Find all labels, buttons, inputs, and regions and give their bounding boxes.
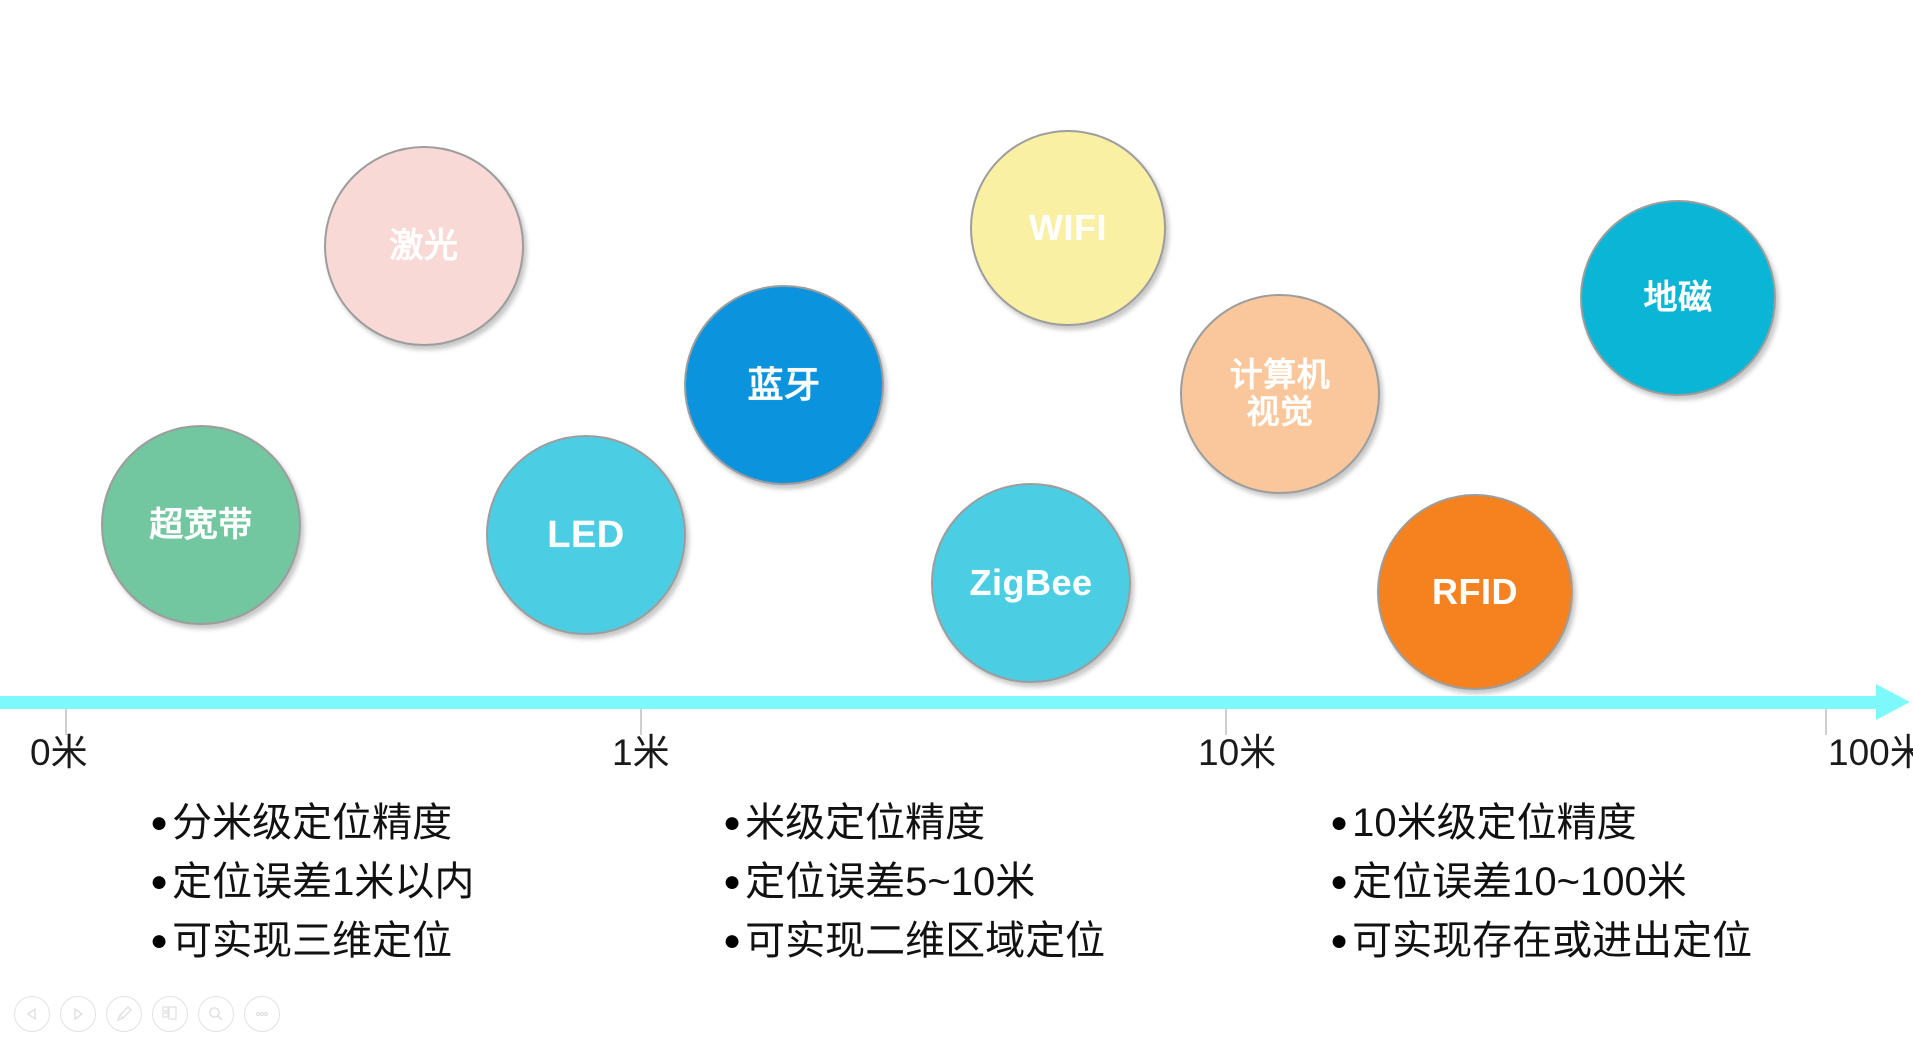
bullet-marker-icon: ●	[150, 865, 169, 899]
bullet-text: 可实现存在或进出定位	[1352, 919, 1753, 964]
all-slides-icon[interactable]	[152, 996, 188, 1032]
presentation-toolbar[interactable]	[14, 996, 280, 1032]
axis-tick	[640, 709, 642, 735]
bullet-line: ●可实现存在或进出定位	[1330, 912, 1752, 971]
technology-bubble: 地磁	[1580, 200, 1776, 396]
bullet-marker-icon: ●	[1330, 865, 1349, 899]
bubble-label: 地磁	[1643, 278, 1713, 317]
bullet-marker-icon: ●	[150, 806, 169, 839]
bullet-text: 可实现二维区域定位	[745, 919, 1106, 964]
bullet-marker-icon: ●	[723, 865, 742, 899]
bubble-label: 激光	[389, 226, 459, 265]
bullet-column: ●米级定位精度●定位误差5~10米●可实现二维区域定位	[723, 794, 1105, 972]
technology-bubble: ZigBee	[931, 483, 1131, 683]
next-slide-icon[interactable]	[60, 996, 96, 1032]
axis-tick	[1225, 709, 1227, 735]
axis-label: 100米	[1828, 732, 1913, 773]
technology-bubble: 激光	[324, 146, 524, 346]
bullet-line: ●定位误差10~100米	[1330, 853, 1752, 912]
axis-arrow-icon	[1876, 684, 1910, 720]
bullet-line: ●可实现二维区域定位	[723, 912, 1105, 971]
axis-tick	[1825, 709, 1827, 735]
bubble-label: 蓝牙	[747, 363, 821, 405]
bullet-text: 定位误差10~100米	[1352, 860, 1687, 905]
bullet-column: ●分米级定位精度●定位误差1米以内●可实现三维定位	[150, 794, 474, 972]
bullet-text: 米级定位精度	[745, 801, 986, 845]
bubble-label: ZigBee	[969, 561, 1093, 603]
bullet-line: ●10米级定位精度	[1330, 794, 1752, 853]
axis-line	[0, 696, 1880, 709]
bullet-line: ●可实现三维定位	[150, 912, 474, 971]
axis-label: 1米	[612, 732, 670, 773]
technology-bubble: 超宽带	[101, 425, 301, 625]
technology-bubble: RFID	[1377, 494, 1573, 690]
bubble-label: 超宽带	[149, 505, 253, 544]
bullet-marker-icon: ●	[1330, 806, 1349, 839]
technology-bubble: LED	[486, 435, 686, 635]
bullet-line: ●定位误差1米以内	[150, 853, 474, 912]
bubble-label: WIFI	[1029, 206, 1107, 248]
technology-bubble: 蓝牙	[684, 285, 884, 485]
bullet-marker-icon: ●	[723, 924, 742, 958]
pen-icon[interactable]	[106, 996, 142, 1032]
zoom-icon[interactable]	[198, 996, 234, 1032]
bullet-text: 分米级定位精度	[172, 801, 453, 845]
bullet-text: 定位误差1米以内	[172, 860, 475, 905]
axis-label: 10米	[1198, 732, 1277, 773]
bullet-line: ●米级定位精度	[723, 794, 1105, 853]
bullet-marker-icon: ●	[723, 806, 742, 839]
axis-tick	[65, 709, 67, 735]
bubble-label: RFID	[1432, 570, 1518, 612]
axis-label: 0米	[30, 732, 88, 773]
technology-bubble: 计算机 视觉	[1180, 294, 1380, 494]
bullet-text: 可实现三维定位	[172, 919, 453, 964]
bullet-line: ●定位误差5~10米	[723, 853, 1105, 912]
technology-bubble: WIFI	[970, 130, 1166, 326]
more-options-icon[interactable]	[244, 996, 280, 1032]
bullet-marker-icon: ●	[150, 924, 169, 958]
bullet-text: 10米级定位精度	[1352, 801, 1637, 845]
bubble-label: LED	[547, 513, 625, 556]
bullet-column: ●10米级定位精度●定位误差10~100米●可实现存在或进出定位	[1330, 794, 1752, 972]
bubble-label: 计算机 视觉	[1229, 356, 1331, 430]
bullet-marker-icon: ●	[1330, 924, 1349, 958]
previous-slide-icon[interactable]	[14, 996, 50, 1032]
bullet-line: ●分米级定位精度	[150, 794, 474, 853]
bullet-text: 定位误差5~10米	[745, 860, 1036, 905]
